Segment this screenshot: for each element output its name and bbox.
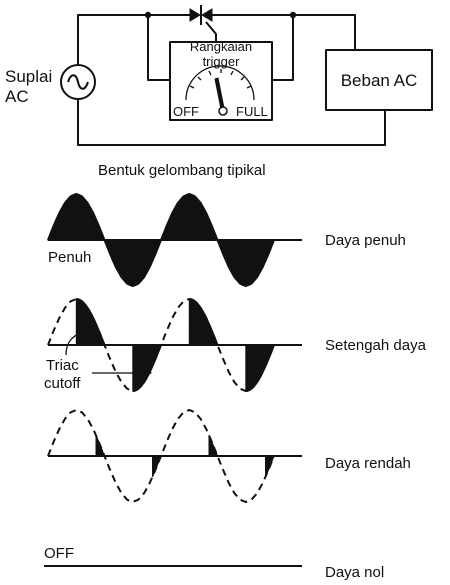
wire-gate <box>205 21 217 42</box>
dial-full-label: FULL <box>236 104 268 119</box>
dial-ticks <box>189 69 252 89</box>
waveform-full-side-label: Daya penuh <box>325 232 406 249</box>
junction-left <box>144 11 152 19</box>
waveforms-title: Bentuk gelombang tipikal <box>98 162 266 179</box>
triac-symbol <box>189 5 213 25</box>
wire-triac-right <box>212 14 356 50</box>
load-label: Beban AC <box>341 71 418 90</box>
waveform-low-side-label: Daya rendah <box>325 455 411 472</box>
annotation-line1: Triac <box>46 357 79 374</box>
annotation-arrowhead-lower <box>142 368 153 378</box>
waveform-row-half: Setengah daya Triac cutoff <box>44 297 427 393</box>
trigger-label-line1: Rangkaian <box>190 39 252 54</box>
ac-source <box>60 64 96 100</box>
trigger-circuit-box <box>169 41 273 121</box>
waveform-full-inner-label: Penuh <box>48 249 91 266</box>
wire-bottom <box>77 100 386 146</box>
dial-off-label: OFF <box>173 104 199 119</box>
annotation-arrow-upper <box>65 329 89 356</box>
annotation-arrowhead-upper <box>83 326 94 335</box>
waveform-zero-inner-label: OFF <box>44 545 74 562</box>
waveform-row-full: Penuh Daya penuh <box>47 192 406 288</box>
waveform-half-side-label: Setengah daya <box>325 337 427 354</box>
ac-sine-icon <box>67 74 89 90</box>
supply-label-line2: AC <box>5 87 29 106</box>
waveform-row-zero: OFF Daya nol <box>44 545 384 581</box>
annotation-line2: cutoff <box>44 375 81 392</box>
waveform-row-low: Daya rendah <box>47 408 411 504</box>
wire-trigger-right <box>272 15 294 81</box>
dial-pivot <box>218 106 228 116</box>
load-box <box>325 49 433 111</box>
waveform-half-solid <box>76 298 275 392</box>
waveform-zero-side-label: Daya nol <box>325 564 384 581</box>
junction-right <box>289 11 297 19</box>
wire-left-top <box>77 14 190 65</box>
wire-trigger-left <box>147 15 170 81</box>
dial-pointer <box>214 77 225 110</box>
trigger-label-line2: trigger <box>203 54 241 69</box>
supply-label-line1: Suplai <box>5 67 52 86</box>
circuit: Suplai AC Rangkaian trigger OFF FULL Beb… <box>5 5 433 146</box>
